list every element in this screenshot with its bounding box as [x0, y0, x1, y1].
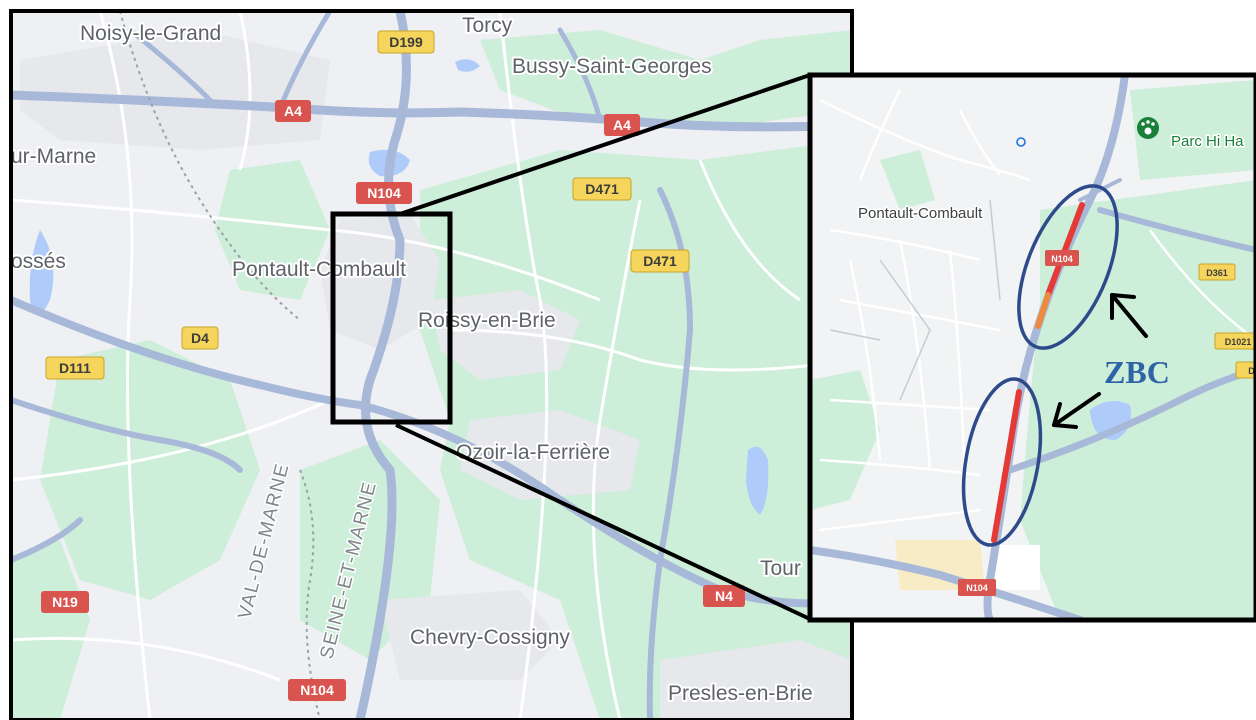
inset-road-shield-n104-mid: N104	[1045, 250, 1079, 266]
road-shield-n104-top: N104	[356, 182, 412, 204]
place-label-osses: ossés	[11, 250, 66, 273]
main-map-minor-roads	[11, 11, 852, 720]
inset-place-label-pontault: Pontault-Combault	[858, 205, 983, 222]
svg-text:D471: D471	[643, 253, 677, 269]
inset-map[interactable]: Pontault-Combault Parc Hi Ha N104 N104 D…	[810, 75, 1256, 620]
road-shield-d471-mid: D471	[630, 249, 690, 273]
road-shield-d471-top: D471	[572, 177, 632, 201]
svg-text:D2: D2	[1248, 366, 1256, 376]
place-label-torcy: Torcy	[462, 14, 513, 37]
place-label-ur-marne: ur-Marne	[11, 145, 96, 168]
svg-text:D4: D4	[191, 330, 209, 346]
place-label-roissy: Roissy-en-Brie	[418, 309, 556, 332]
place-label-ozoir: Ozoir-la-Ferrière	[456, 441, 610, 464]
svg-text:A4: A4	[284, 103, 302, 119]
zbc-ellipse-south	[961, 377, 1043, 547]
svg-text:A4: A4	[613, 117, 631, 133]
inset-map-green-areas	[810, 80, 1256, 620]
road-shield-d111: D111	[45, 356, 105, 380]
road-shield-a4-left: A4	[275, 100, 311, 122]
road-shield-n19: N19	[41, 591, 89, 613]
place-label-bussy: Bussy-Saint-Georges	[512, 55, 712, 78]
zbc-arrow-south	[1052, 392, 1101, 429]
road-shield-n104-bottom: N104	[288, 679, 346, 701]
inset-road-shield-n104-bottom: N104	[958, 579, 996, 596]
zbc-arrow-north	[1110, 293, 1148, 338]
place-label-presles: Presles-en-Brie	[668, 682, 813, 705]
congestion-segment-north-orange	[1035, 292, 1051, 329]
svg-text:D199: D199	[389, 34, 423, 50]
place-label-noisy: Noisy-le-Grand	[80, 22, 221, 45]
zoom-selection-box[interactable]	[330, 211, 453, 425]
svg-text:N4: N4	[715, 588, 733, 604]
svg-text:Parc Hi Ha: Parc Hi Ha	[1171, 133, 1244, 150]
road-shield-d4: D4	[181, 326, 219, 350]
svg-text:D111: D111	[59, 360, 91, 376]
congestion-segment-south	[991, 389, 1022, 543]
svg-text:N104: N104	[1051, 254, 1073, 264]
place-label-tour: Tour	[760, 557, 801, 580]
inset-map-sand-area	[895, 540, 985, 590]
svg-text:N104: N104	[367, 185, 401, 201]
inset-map-white-area	[990, 545, 1040, 590]
inset-map-frame	[807, 72, 1256, 623]
road-shield-a4-right: A4	[604, 114, 640, 136]
road-shield-d199: D199	[377, 30, 435, 54]
road-shield-n4: N4	[703, 585, 745, 607]
zbc-annotation: ZBC	[1104, 354, 1170, 390]
zoom-connector-bottom	[395, 423, 813, 622]
transit-stop-icon	[1016, 137, 1026, 147]
inset-road-shield-d1021: D1021	[1214, 332, 1256, 350]
inset-road-shield-d361: D361	[1198, 263, 1236, 281]
main-map[interactable]: Noisy-le-Grand Torcy Bussy-Saint-Georges…	[11, 11, 852, 720]
department-boundary-2	[119, 11, 301, 321]
park-poi: Parc Hi Ha	[1137, 117, 1246, 152]
svg-text:N104: N104	[966, 583, 988, 593]
inset-road-shield-d2: D2	[1235, 361, 1256, 379]
svg-text:D471: D471	[585, 181, 619, 197]
zoom-connector-top	[399, 73, 811, 216]
inset-map-streets	[819, 89, 1256, 532]
place-label-pontault: Pontault-Combault	[232, 258, 406, 281]
svg-text:N104: N104	[300, 682, 334, 698]
svg-text:N19: N19	[52, 594, 78, 610]
svg-text:D1021: D1021	[1225, 337, 1252, 347]
main-map-urban-areas	[20, 30, 852, 720]
inset-map-grey-streets	[829, 199, 1001, 401]
zbc-ellipse-north	[1017, 184, 1119, 350]
svg-text:D361: D361	[1206, 268, 1228, 278]
place-label-chevry: Chevry-Cossigny	[410, 626, 570, 649]
